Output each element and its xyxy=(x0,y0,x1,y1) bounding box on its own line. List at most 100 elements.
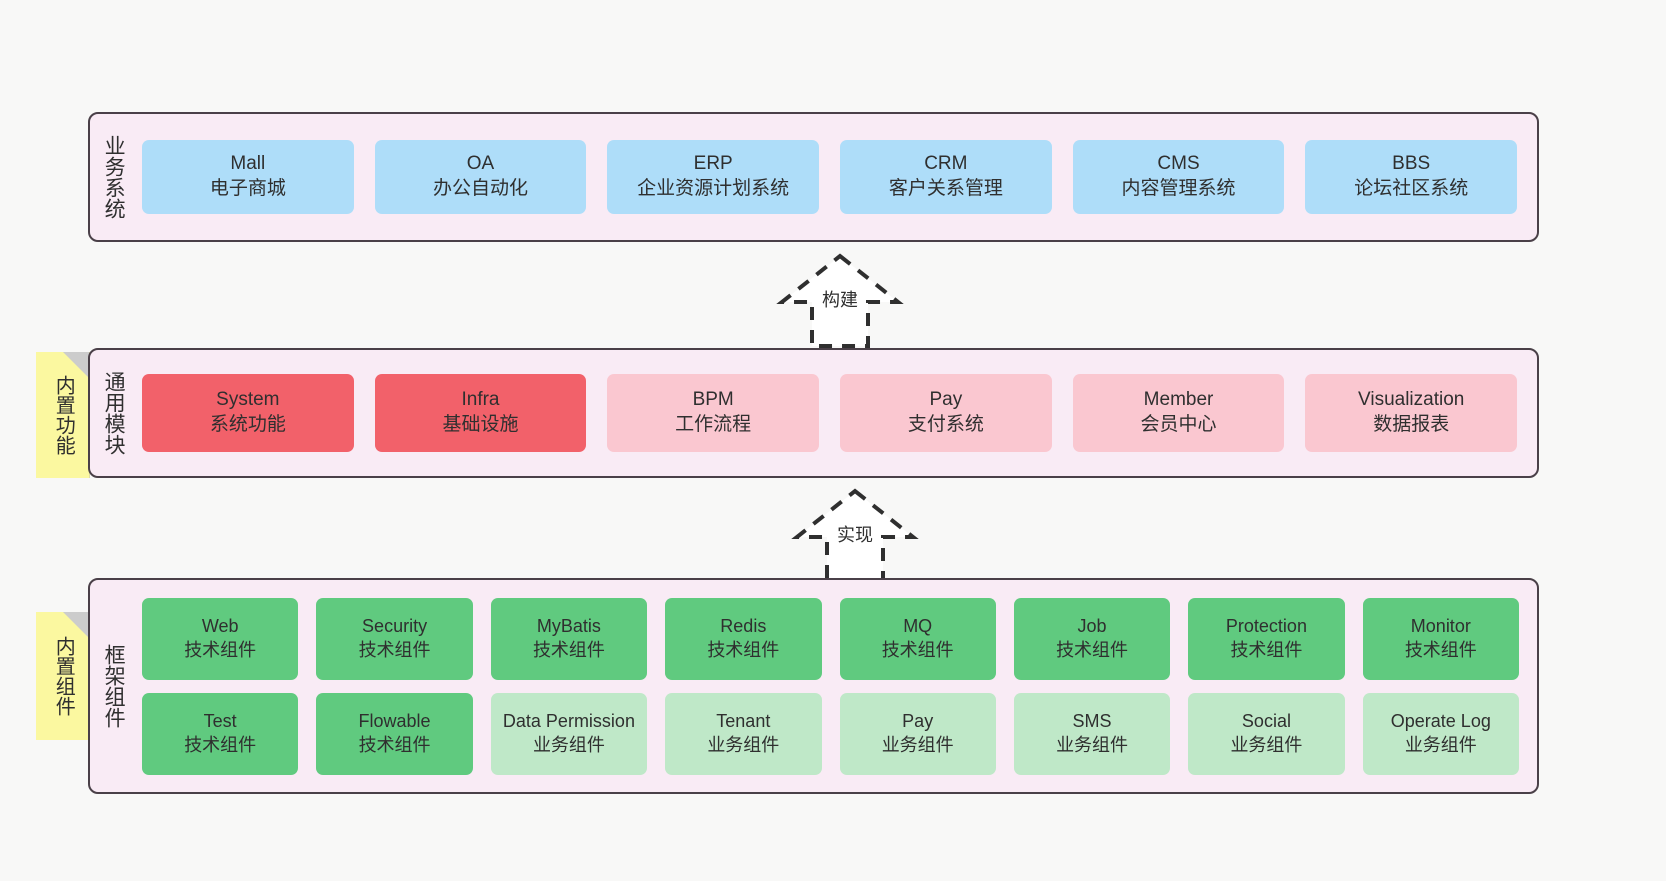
note-builtin-functions: 内置功能 xyxy=(36,352,90,478)
node-subtitle: 办公自动化 xyxy=(433,178,529,199)
layer-framework-components: 框架组件 Web 技术组件 Security 技术组件 MyBatis 技术组件… xyxy=(88,578,1539,794)
node-title: Member xyxy=(1143,389,1214,411)
node-system[interactable]: System 系统功能 xyxy=(142,374,354,452)
node-title: SMS xyxy=(1072,711,1112,732)
layer-title-business-systems: 业务系统 xyxy=(102,135,126,219)
node-title: Pay xyxy=(902,711,934,732)
node-title: System xyxy=(216,389,280,411)
layer-body-business-systems: Mall 电子商城 OA 办公自动化 ERP 企业资源计划系统 CRM 客户关系… xyxy=(136,114,1537,240)
node-redis[interactable]: Redis 技术组件 xyxy=(665,597,822,680)
node-title: Test xyxy=(203,711,237,732)
note-label: 内置功能 xyxy=(52,375,75,455)
node-title: Protection xyxy=(1225,616,1307,637)
node-mq[interactable]: MQ 技术组件 xyxy=(839,597,996,680)
node-title: Infra xyxy=(461,389,500,411)
row-common-modules: System 系统功能 Infra 基础设施 BPM 工作流程 Pay 支付系统… xyxy=(142,374,1518,452)
note-fold-corner xyxy=(63,612,89,638)
node-subtitle: 技术组件 xyxy=(881,639,954,660)
node-subtitle: 技术组件 xyxy=(184,734,257,755)
node-title: Social xyxy=(1241,711,1291,732)
node-mall[interactable]: Mall 电子商城 xyxy=(142,140,354,214)
node-title: Redis xyxy=(720,616,767,637)
node-title: MyBatis xyxy=(536,616,601,637)
node-subtitle: 系统功能 xyxy=(209,414,286,435)
node-subtitle: 技术组件 xyxy=(532,639,605,660)
node-subtitle: 客户关系管理 xyxy=(888,178,1003,199)
node-subtitle: 业务组件 xyxy=(1230,734,1303,755)
node-title: Visualization xyxy=(1358,389,1465,411)
node-title: Pay xyxy=(929,389,963,411)
node-cms[interactable]: CMS 内容管理系统 xyxy=(1072,140,1285,214)
node-pay-component[interactable]: Pay 业务组件 xyxy=(839,692,996,775)
layer-body-common-modules: System 系统功能 Infra 基础设施 BPM 工作流程 Pay 支付系统… xyxy=(136,350,1537,476)
node-title: Data Permission xyxy=(502,711,635,732)
node-infra[interactable]: Infra 基础设施 xyxy=(374,374,587,452)
node-member[interactable]: Member 会员中心 xyxy=(1072,374,1285,452)
node-subtitle: 会员中心 xyxy=(1140,414,1217,435)
node-operate-log[interactable]: Operate Log 业务组件 xyxy=(1362,692,1519,775)
node-title: Monitor xyxy=(1410,616,1471,637)
row-tech-components: Web 技术组件 Security 技术组件 MyBatis 技术组件 Redi… xyxy=(142,597,1519,680)
node-title: BPM xyxy=(692,389,734,411)
node-subtitle: 支付系统 xyxy=(907,414,984,435)
node-title: BBS xyxy=(1392,153,1431,175)
node-erp[interactable]: ERP 企业资源计划系统 xyxy=(607,140,820,214)
row-business-systems: Mall 电子商城 OA 办公自动化 ERP 企业资源计划系统 CRM 客户关系… xyxy=(142,140,1518,214)
node-visualization[interactable]: Visualization 数据报表 xyxy=(1305,374,1518,452)
node-protection[interactable]: Protection 技术组件 xyxy=(1188,597,1345,680)
node-subtitle: 技术组件 xyxy=(707,639,780,660)
node-subtitle: 基础设施 xyxy=(442,414,519,435)
node-security[interactable]: Security 技术组件 xyxy=(316,597,473,680)
node-bbs[interactable]: BBS 论坛社区系统 xyxy=(1305,140,1518,214)
node-sms[interactable]: SMS 业务组件 xyxy=(1013,692,1171,775)
row-business-components: Test 技术组件 Flowable 技术组件 Data Permission … xyxy=(142,692,1519,775)
node-title: Operate Log xyxy=(1390,711,1491,732)
node-subtitle: 企业资源计划系统 xyxy=(637,178,790,199)
node-subtitle: 技术组件 xyxy=(358,734,431,755)
node-title: Mall xyxy=(230,153,266,175)
connector-build-arrow: 构建 xyxy=(755,250,925,350)
node-subtitle: 数据报表 xyxy=(1373,414,1450,435)
node-title: OA xyxy=(466,153,495,175)
node-crm[interactable]: CRM 客户关系管理 xyxy=(840,140,1052,214)
node-title: Web xyxy=(201,616,239,637)
node-subtitle: 内容管理系统 xyxy=(1121,178,1236,199)
node-mybatis[interactable]: MyBatis 技术组件 xyxy=(490,597,648,680)
node-title: CMS xyxy=(1157,153,1200,175)
node-subtitle: 技术组件 xyxy=(358,639,431,660)
node-monitor[interactable]: Monitor 技术组件 xyxy=(1362,597,1519,680)
node-tenant[interactable]: Tenant 业务组件 xyxy=(665,692,822,775)
node-subtitle: 技术组件 xyxy=(1404,639,1477,660)
node-oa[interactable]: OA 办公自动化 xyxy=(374,140,587,214)
node-pay-module[interactable]: Pay 支付系统 xyxy=(840,374,1052,452)
node-subtitle: 业务组件 xyxy=(707,734,780,755)
layer-title-common-modules: 通用模块 xyxy=(102,371,126,455)
node-subtitle: 业务组件 xyxy=(881,734,954,755)
node-title: CRM xyxy=(924,153,968,175)
node-title: Flowable xyxy=(358,711,431,732)
node-title: MQ xyxy=(903,616,933,637)
node-web[interactable]: Web 技术组件 xyxy=(142,597,299,680)
node-social[interactable]: Social 业务组件 xyxy=(1188,692,1345,775)
node-title: ERP xyxy=(693,153,733,175)
node-title: Job xyxy=(1077,616,1107,637)
node-subtitle: 业务组件 xyxy=(1404,734,1477,755)
layer-business-systems: 业务系统 Mall 电子商城 OA 办公自动化 ERP 企业资源计划系统 CRM… xyxy=(88,112,1539,242)
node-subtitle: 技术组件 xyxy=(1230,639,1303,660)
note-builtin-components: 内置组件 xyxy=(36,612,90,740)
node-data-permission[interactable]: Data Permission 业务组件 xyxy=(490,692,648,775)
node-subtitle: 电子商城 xyxy=(209,178,286,199)
node-flowable[interactable]: Flowable 技术组件 xyxy=(316,692,473,775)
node-title: Security xyxy=(362,616,428,637)
node-subtitle: 技术组件 xyxy=(1056,639,1129,660)
note-label: 内置组件 xyxy=(52,636,75,716)
node-job[interactable]: Job 技术组件 xyxy=(1013,597,1171,680)
layer-title-framework-components: 框架组件 xyxy=(102,644,126,728)
node-bpm[interactable]: BPM 工作流程 xyxy=(607,374,820,452)
layer-common-modules: 通用模块 System 系统功能 Infra 基础设施 BPM 工作流程 Pay… xyxy=(88,348,1539,478)
node-subtitle: 业务组件 xyxy=(1056,734,1129,755)
node-subtitle: 技术组件 xyxy=(184,639,257,660)
connector-implement-arrow: 实现 xyxy=(770,485,940,585)
node-test[interactable]: Test 技术组件 xyxy=(142,692,299,775)
